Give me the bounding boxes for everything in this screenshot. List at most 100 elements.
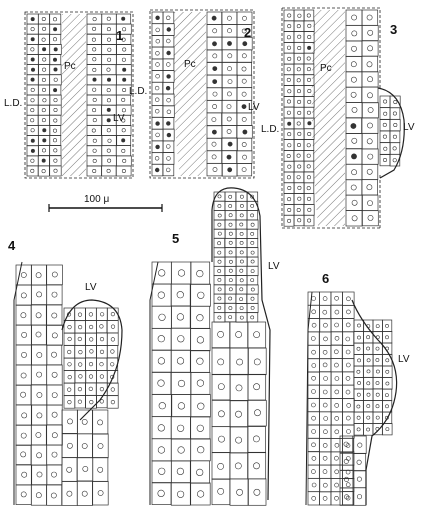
cell (230, 479, 248, 505)
panel-1-pc-label: Pc (64, 61, 76, 72)
cell-nucleus (357, 477, 361, 481)
cell-nucleus (367, 336, 370, 339)
cell (390, 143, 400, 155)
cell-nucleus (229, 316, 232, 319)
cell (16, 325, 32, 345)
cell (225, 294, 236, 303)
cell (294, 64, 304, 75)
cell-nucleus (298, 46, 301, 49)
cell (64, 371, 75, 384)
cell (47, 385, 63, 405)
cell (62, 434, 78, 458)
cell (346, 25, 362, 41)
panel-2-ld-label: L.D. (129, 86, 147, 97)
cell (27, 115, 38, 125)
cell-nucleus (307, 176, 310, 179)
cell-nucleus (240, 195, 243, 198)
cell (225, 192, 236, 201)
cell-nucleus (166, 39, 170, 43)
cell (31, 365, 46, 385)
cell-nucleus (158, 490, 165, 497)
cell (247, 220, 258, 229)
cell-nucleus (298, 219, 301, 222)
cell (383, 401, 392, 413)
cell (102, 14, 117, 24)
cell-nucleus (42, 48, 45, 51)
cell-nucleus (367, 62, 372, 67)
cell (31, 445, 46, 465)
cell (364, 378, 374, 390)
cell-nucleus (324, 337, 328, 341)
cell (16, 285, 31, 305)
cell-nucleus (167, 75, 171, 79)
cell (294, 194, 304, 205)
cell-nucleus (297, 122, 300, 125)
cell-nucleus (166, 63, 170, 67)
cell (284, 64, 294, 75)
cell-nucleus (178, 447, 185, 454)
cell-nucleus (307, 154, 310, 157)
cell-nucleus (155, 86, 159, 90)
cell-nucleus (384, 112, 387, 115)
cell-nucleus (197, 446, 204, 453)
cell (343, 465, 354, 479)
cell (87, 65, 102, 75)
cell-nucleus (323, 456, 327, 460)
cell-nucleus (393, 147, 396, 150)
cell (87, 136, 102, 146)
cell (27, 166, 38, 176)
cell (86, 358, 97, 370)
cell (383, 378, 393, 390)
cell (308, 492, 320, 505)
cell (102, 136, 117, 146)
cell-nucleus (92, 38, 95, 41)
cell-nucleus (178, 336, 185, 343)
cell-nucleus (357, 324, 360, 327)
cell-nucleus (122, 109, 125, 112)
cell-nucleus (368, 46, 373, 51)
cell (383, 366, 393, 378)
cell (230, 374, 248, 401)
panel-4-cells (16, 265, 118, 506)
cell-nucleus (122, 88, 125, 91)
cell (38, 75, 49, 85)
cell-nucleus (312, 443, 316, 447)
cell (225, 229, 236, 238)
cell (248, 348, 266, 375)
cell-nucleus (344, 477, 348, 481)
cell (152, 461, 171, 483)
cell-nucleus (357, 393, 360, 396)
cell-nucleus (218, 242, 221, 245)
cell-nucleus (352, 107, 357, 112)
cell-nucleus (368, 107, 373, 112)
cell-nucleus (93, 68, 96, 71)
cell (294, 172, 304, 183)
cell (152, 417, 171, 439)
cell-nucleus (297, 68, 300, 71)
cell-nucleus (159, 314, 166, 321)
cell (346, 195, 362, 210)
cell-nucleus (155, 156, 159, 160)
cell-nucleus (212, 118, 216, 122)
cell (247, 276, 258, 285)
cell-nucleus (312, 350, 316, 354)
cell-nucleus (344, 459, 348, 463)
cell-nucleus (100, 375, 104, 379)
cell-nucleus (346, 310, 350, 314)
cell-nucleus (227, 41, 231, 45)
cell-nucleus (335, 310, 339, 314)
cell-nucleus (78, 325, 82, 329)
cell-nucleus (43, 58, 46, 61)
cell (225, 303, 236, 312)
cell (237, 63, 252, 76)
cell-nucleus (43, 139, 46, 142)
cell (163, 141, 174, 153)
cell (362, 164, 378, 179)
cell (383, 389, 392, 401)
cell-nucleus (107, 169, 110, 172)
cell (294, 96, 304, 107)
cell-nucleus (312, 376, 316, 380)
panel-2-lv-label: LV (248, 102, 260, 113)
cell (294, 140, 304, 151)
